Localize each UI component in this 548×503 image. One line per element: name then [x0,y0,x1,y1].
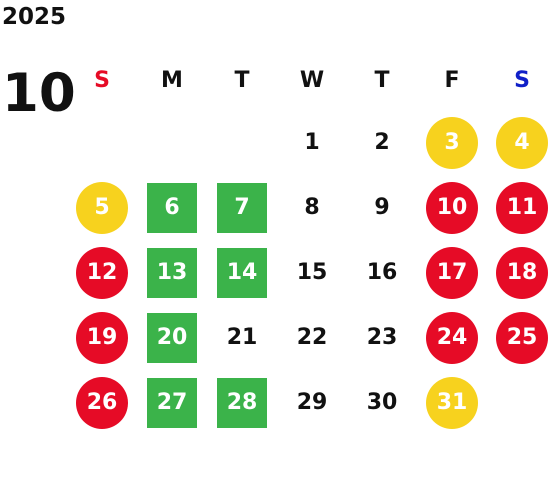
weekday-header-wed: W [299,67,325,93]
month-label: 10 [2,63,76,124]
calendar-cell: 10 [417,175,487,240]
weekday-header-sun: S [94,67,110,93]
day-26: 26 [76,376,128,429]
day-6: 6 [147,182,197,233]
day-25: 25 [496,311,548,364]
weekday-header-fri: F [444,67,460,93]
year-label: 2025 [2,4,67,30]
calendar-cell: 18 [487,240,548,305]
weekday-header-sat: S [514,67,530,93]
day-3: 3 [426,116,478,169]
day-15: 15 [296,260,328,285]
day-4: 4 [496,116,548,169]
calendar-cell: 2 [347,110,417,175]
day-12: 12 [76,246,128,299]
calendar-cell: 14 [207,240,277,305]
calendar-cell: 6 [137,175,207,240]
day-31: 31 [426,376,478,429]
calendar-cell: 17 [417,240,487,305]
day-22: 22 [296,325,328,350]
calendar-cell: 27 [137,370,207,435]
day-7: 7 [217,182,267,233]
day-9: 9 [374,195,390,220]
calendar-cell-empty [487,370,548,435]
day-1: 1 [304,130,320,155]
calendar-cell: 15 [277,240,347,305]
calendar-cell: 5 [67,175,137,240]
day-13: 13 [147,247,197,298]
calendar-cell: 7 [207,175,277,240]
day-18: 18 [496,246,548,299]
calendar-cell: 30 [347,370,417,435]
weekday-header-thu: T [374,67,390,93]
calendar-cell: 26 [67,370,137,435]
calendar-cell: 9 [347,175,417,240]
day-11: 11 [496,181,548,234]
day-24: 24 [426,311,478,364]
calendar-cell-empty [137,110,207,175]
day-5: 5 [76,181,128,234]
calendar-cell: 4 [487,110,548,175]
day-20: 20 [147,312,197,363]
day-29: 29 [296,390,328,415]
day-28: 28 [217,377,267,428]
calendar-cell: 12 [67,240,137,305]
calendar-cell: 19 [67,305,137,370]
calendar-cell: 1 [277,110,347,175]
calendar-cell-empty [67,110,137,175]
day-23: 23 [366,325,398,350]
day-2: 2 [374,130,390,155]
calendar-cell: 21 [207,305,277,370]
calendar-cell: 23 [347,305,417,370]
calendar-cell: 31 [417,370,487,435]
calendar-cell-empty [207,110,277,175]
day-21: 21 [226,325,258,350]
calendar-cell: 25 [487,305,548,370]
calendar-cell: 24 [417,305,487,370]
calendar-cell: 8 [277,175,347,240]
day-8: 8 [304,195,320,220]
weekday-header-tue: T [234,67,250,93]
day-17: 17 [426,246,478,299]
day-14: 14 [217,247,267,298]
calendar-cell: 3 [417,110,487,175]
calendar-cell: 20 [137,305,207,370]
day-16: 16 [366,260,398,285]
calendar-cell: 13 [137,240,207,305]
weekday-header-mon: M [161,67,183,93]
calendar-cell: 28 [207,370,277,435]
calendar-cell: 16 [347,240,417,305]
day-27: 27 [147,377,197,428]
day-10: 10 [426,181,478,234]
day-30: 30 [366,390,398,415]
calendar-cell: 11 [487,175,548,240]
day-19: 19 [76,311,128,364]
calendar-cell: 29 [277,370,347,435]
calendar-cell: 22 [277,305,347,370]
